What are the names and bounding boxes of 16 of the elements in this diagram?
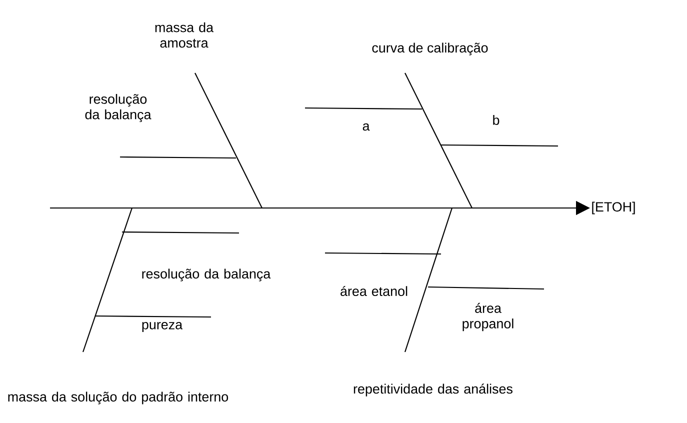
cause-label: área propanol [462,302,514,332]
category-label: massa da solução do padrão interno [8,392,228,404]
cause-label: b [493,115,500,125]
effect-label: [ETOH] [592,202,635,214]
cause-label: resolução da balança [85,94,152,122]
bone-line [404,72,472,208]
cause-label: área etanol [340,286,408,296]
cause-label: a [362,123,370,131]
bone-line [82,208,133,352]
cause-label: resolução da balança [142,268,271,282]
category-label: repetitividade das análises [354,384,512,396]
category-label: curva de calibração [372,42,488,56]
bone-line [404,208,453,352]
bone-line [194,72,262,208]
cause-label: pureza [142,322,183,332]
category-label: massa da amostra [155,22,214,48]
